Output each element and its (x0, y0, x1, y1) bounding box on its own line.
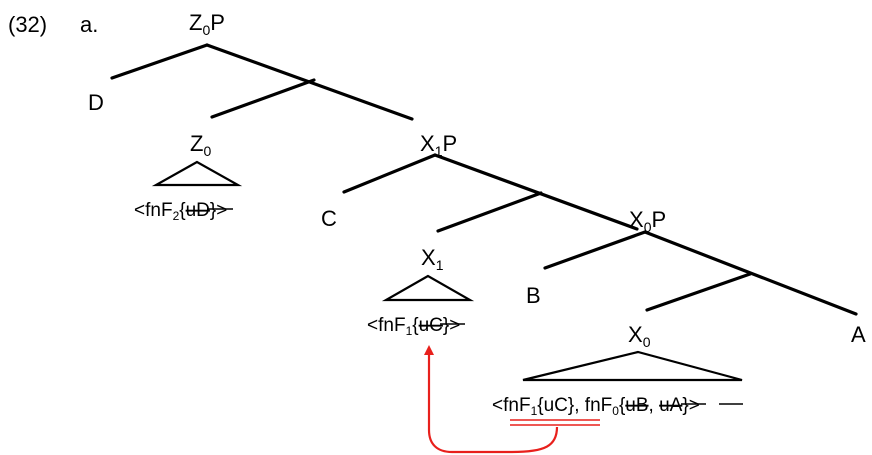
triangle-x0 (522, 350, 743, 382)
edge-x1p-x1bar (433, 153, 639, 231)
node-z0: Z0 (190, 131, 211, 159)
triangle-x1 (381, 274, 475, 302)
edge-z0bar-z0 (210, 78, 316, 119)
struck-feature-uD: uD (186, 200, 210, 221)
feature-bundle-x0: <fnF1{uC}, fnF0{uB, uA}> (492, 395, 700, 418)
edge-x0p-b (543, 230, 647, 270)
struck-feature-uB: uB (625, 395, 648, 416)
node-x1: X1 (421, 245, 444, 273)
moved-feature-underline (510, 419, 600, 426)
node-d: D (88, 90, 104, 115)
example-letter: a. (80, 12, 98, 37)
node-c: C (321, 206, 337, 231)
triangle-z0 (151, 160, 243, 187)
example-number: (32) (8, 12, 47, 37)
node-x1p: X1P (420, 131, 457, 159)
node-b: B (526, 283, 541, 308)
tree-edges (110, 43, 858, 316)
feature-bundle-z0: <fnF2{uD}> (134, 200, 227, 223)
edge-z0p-d (110, 43, 209, 80)
edge-x0bar-x0 (645, 272, 752, 312)
node-x0: X0 (628, 322, 651, 350)
edge-x1bar-x1 (436, 191, 543, 233)
struck-feature-uA: uA (659, 395, 683, 416)
edge-x1p-c (342, 153, 437, 194)
node-x0p: X0P (629, 207, 666, 235)
movement-arrow (424, 345, 559, 454)
struck-feature-uC: uC (419, 315, 443, 336)
feature-bundle-x1: <fnF1{uC}> (367, 315, 460, 338)
node-z0p: Z0P (189, 10, 225, 38)
node-a: A (851, 322, 866, 347)
